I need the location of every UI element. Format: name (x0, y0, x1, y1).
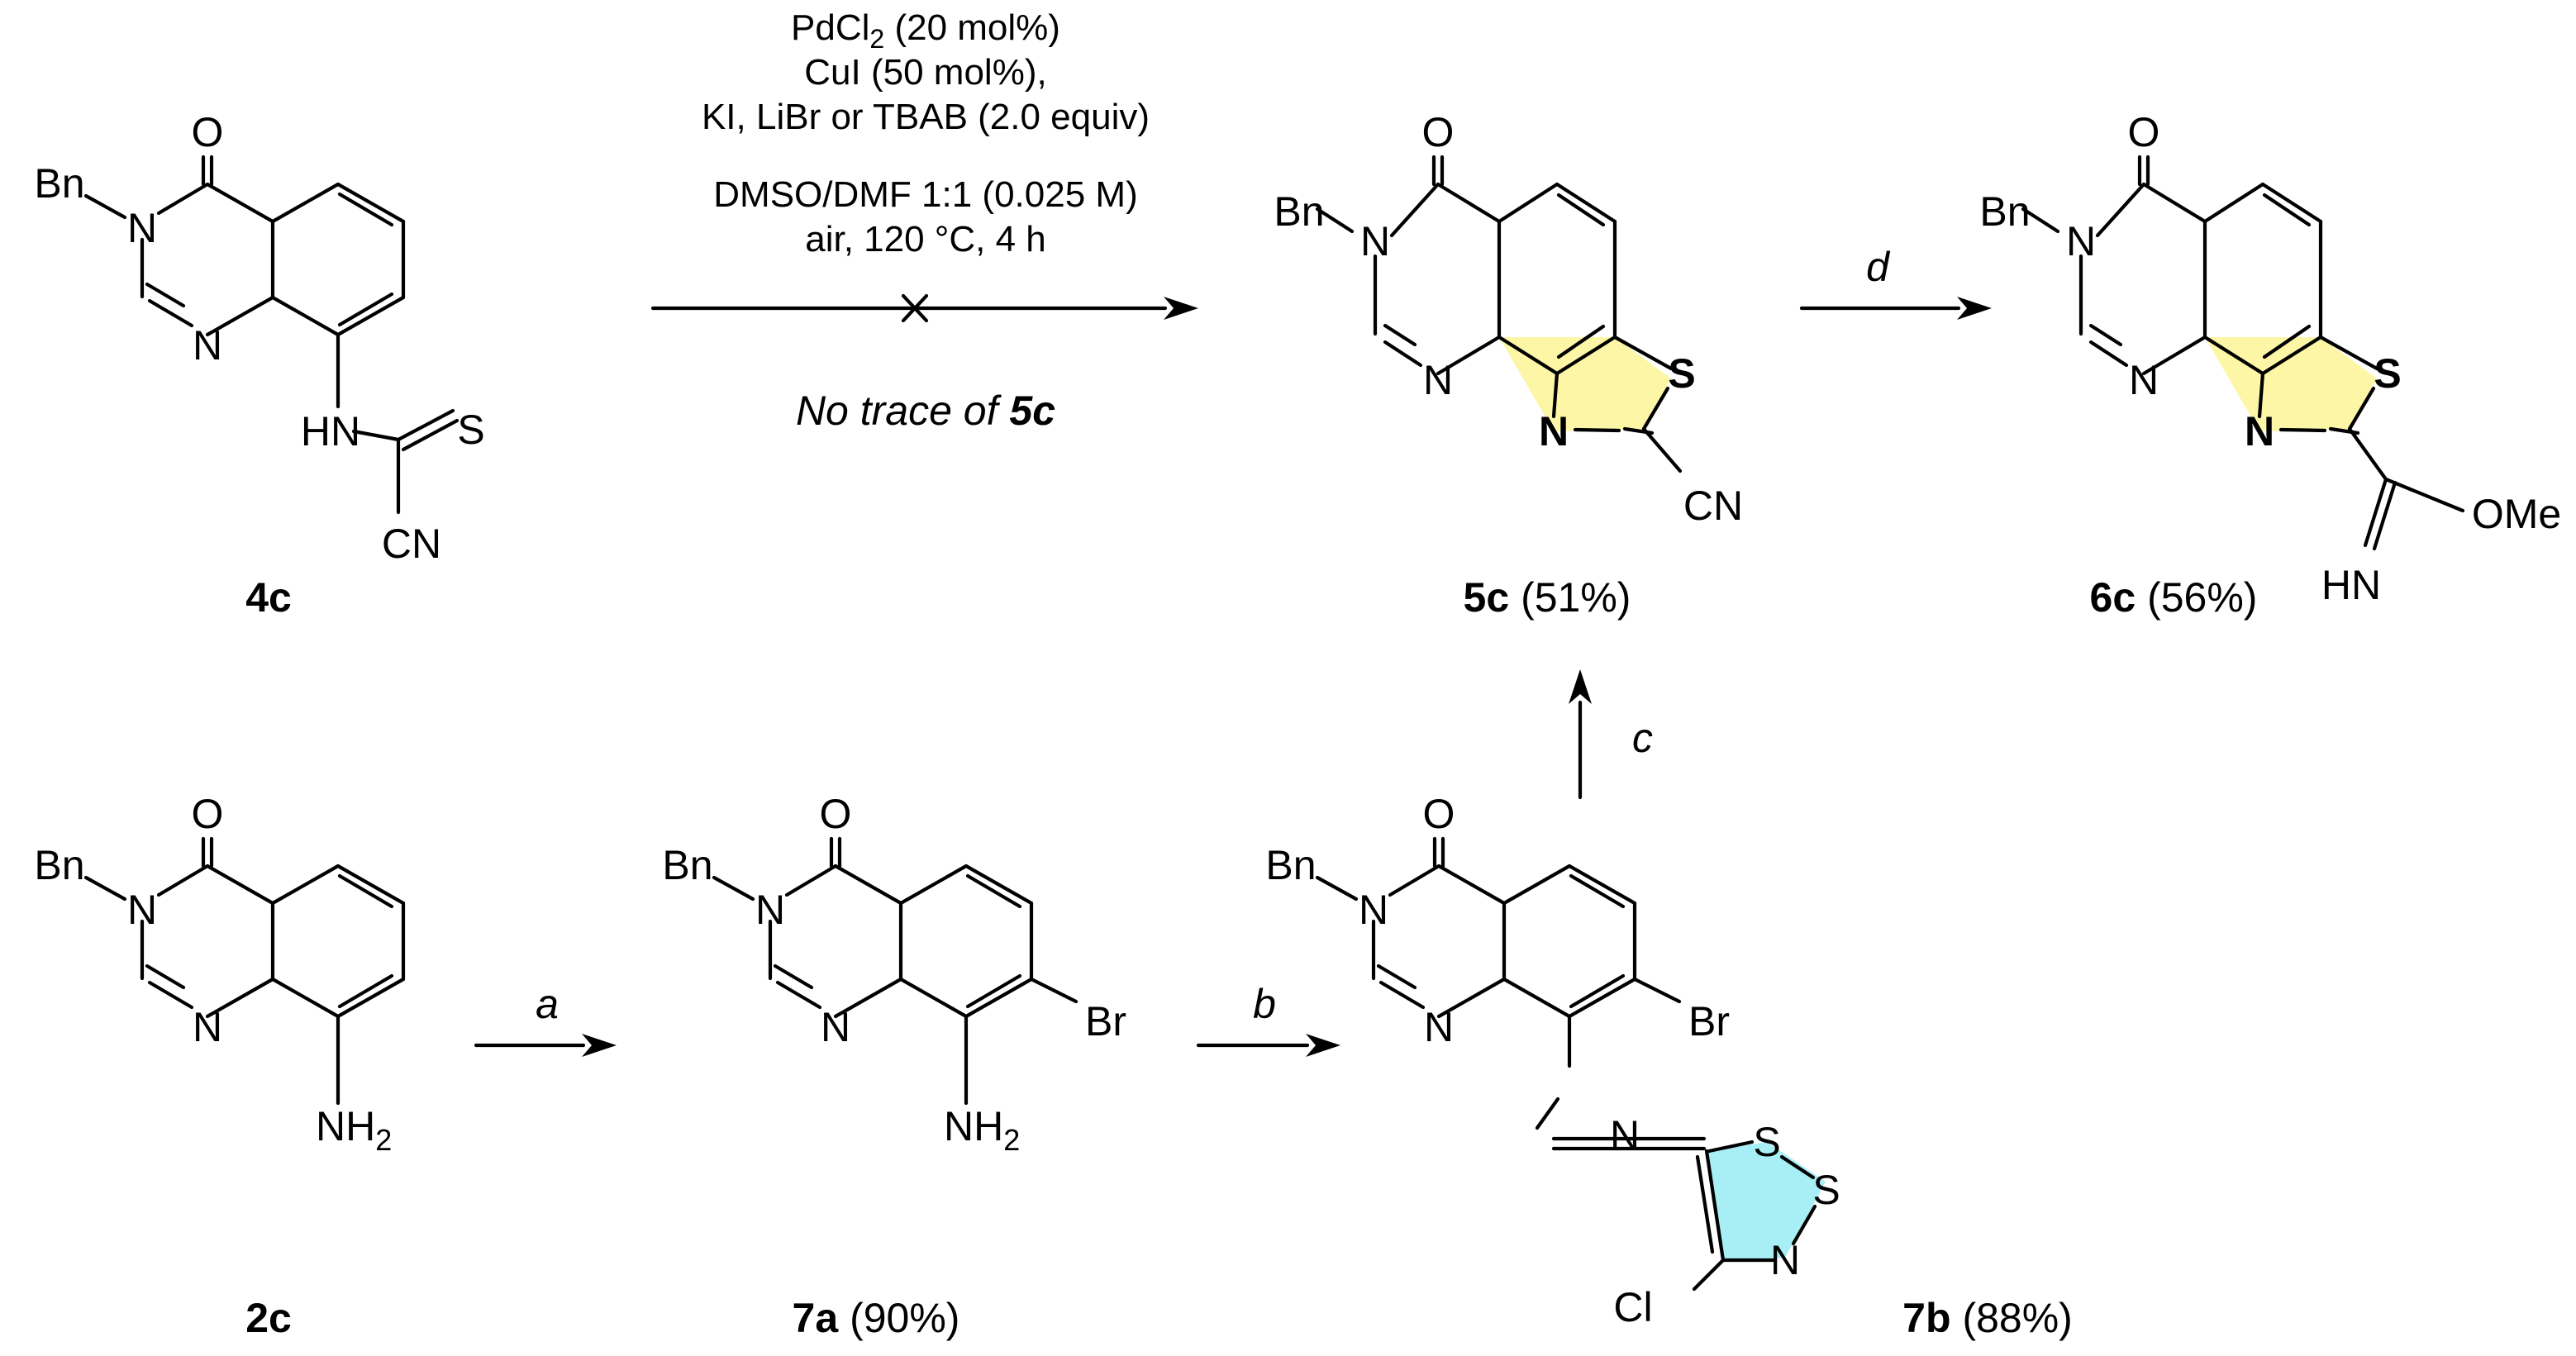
compound-label-7b: 7b (88%) (1902, 1295, 2073, 1341)
nitrogen-atom: N (2066, 218, 2096, 264)
molecule-5c: O N N Bn S N CN 5c (51%) (1274, 109, 1743, 621)
dithiazole-ring-7b (1707, 1142, 1826, 1260)
nitrogen-atom: N (2245, 408, 2274, 454)
nitrogen-atom: N (1360, 218, 1390, 264)
benzyl-group: Bn (1979, 188, 2030, 235)
nitrogen-atom: N (193, 1004, 222, 1050)
sulfur-atom: S (1668, 350, 1695, 397)
sulfur-atom: S (2374, 350, 2401, 397)
nitrogen-atom: N (193, 322, 222, 369)
arrow-label-d: d (1866, 244, 1891, 290)
condition-line-5: air, 120 °C, 4 h (805, 219, 1046, 259)
molecule-6c: O N N Bn S N OMe HN 6c (56%) (1979, 109, 2561, 621)
condition-line-3: KI, LiBr or TBAB (2.0 equiv) (702, 97, 1150, 137)
condition-line-4: DMSO/DMF 1:1 (0.025 M) (713, 174, 1137, 215)
arrow-4c-to-5c (650, 293, 1198, 323)
oxygen-atom: O (192, 791, 224, 837)
compound-label-5c: 5c (51%) (1464, 574, 1631, 621)
bromine-atom: Br (1085, 998, 1126, 1044)
amino-group: NH2 (944, 1103, 1020, 1157)
arrow-2c-to-7a (474, 1034, 617, 1057)
arrow-label-b: b (1253, 981, 1276, 1027)
sulfur-atom: S (1812, 1167, 1840, 1213)
sulfur-atom: S (1753, 1119, 1780, 1165)
condition-line-1: PdCl2 (20 mol%) (791, 7, 1060, 54)
sulfur-atom: S (457, 407, 484, 453)
nitrogen-atom: N (1423, 357, 1453, 403)
molecule-7a: O N N Bn Br NH2 7a (90%) (662, 791, 1126, 1341)
reaction-conditions: PdCl2 (20 mol%) CuI (50 mol%), KI, LiBr … (702, 7, 1150, 434)
arrow-7a-to-7b (1196, 1034, 1340, 1057)
arrow-7b-to-5c (1569, 669, 1592, 800)
oxygen-atom: O (2128, 109, 2160, 155)
compound-label-4c: 4c (245, 574, 292, 621)
nitrile-group: CN (382, 521, 441, 567)
benzyl-group: Bn (34, 160, 84, 207)
nitrogen-atom: N (1539, 408, 1569, 454)
molecule-4c: O N N Bn HN S CN 4c (34, 109, 484, 621)
nitrogen-atom: N (755, 887, 785, 933)
thiazole-ring-6c (2205, 337, 2377, 431)
oxygen-atom: O (192, 109, 224, 155)
compound-label-6c: 6c (56%) (2090, 574, 2258, 621)
arrow-label-c: c (1632, 715, 1653, 761)
imine-group: HN (2321, 562, 2381, 608)
no-product-note: No trace of 5c (796, 388, 1055, 434)
nitrogen-atom: N (127, 205, 157, 251)
oxygen-atom: O (1422, 109, 1455, 155)
nitrogen-atom: N (2129, 357, 2159, 403)
compound-label-2c: 2c (245, 1295, 292, 1341)
chlorine-atom: Cl (1613, 1284, 1652, 1330)
methoxy-group: OMe (2472, 491, 2561, 537)
molecule-7b: O N N Bn Br N S S N Cl 7b (88%) (1265, 791, 2072, 1341)
bromine-atom: Br (1688, 998, 1730, 1044)
nitrogen-atom: N (1770, 1237, 1800, 1283)
nitrogen-atom: N (1424, 1004, 1454, 1050)
nitrogen-atom: N (821, 1004, 850, 1050)
benzyl-group: Bn (34, 842, 84, 888)
benzyl-group: Bn (1265, 842, 1316, 888)
nitrile-group: CN (1683, 483, 1743, 529)
imine-nitrogen-atom: N (1610, 1112, 1640, 1159)
thiazole-ring-5c (1499, 337, 1671, 431)
compound-label-7a: 7a (90%) (793, 1295, 960, 1341)
condition-line-2: CuI (50 mol%), (804, 52, 1046, 93)
nitrogen-atom: N (127, 887, 157, 933)
nitrogen-atom: N (1359, 887, 1388, 933)
arrow-5c-to-6c (1799, 297, 1992, 320)
nh-group: HN (301, 408, 360, 454)
oxygen-atom: O (820, 791, 852, 837)
arrow-label-a: a (536, 981, 559, 1027)
benzyl-group: Bn (1274, 188, 1324, 235)
oxygen-atom: O (1423, 791, 1455, 837)
benzyl-group: Bn (662, 842, 712, 888)
amino-group: NH2 (316, 1103, 392, 1157)
molecule-2c: O N N Bn NH2 2c (34, 791, 406, 1341)
